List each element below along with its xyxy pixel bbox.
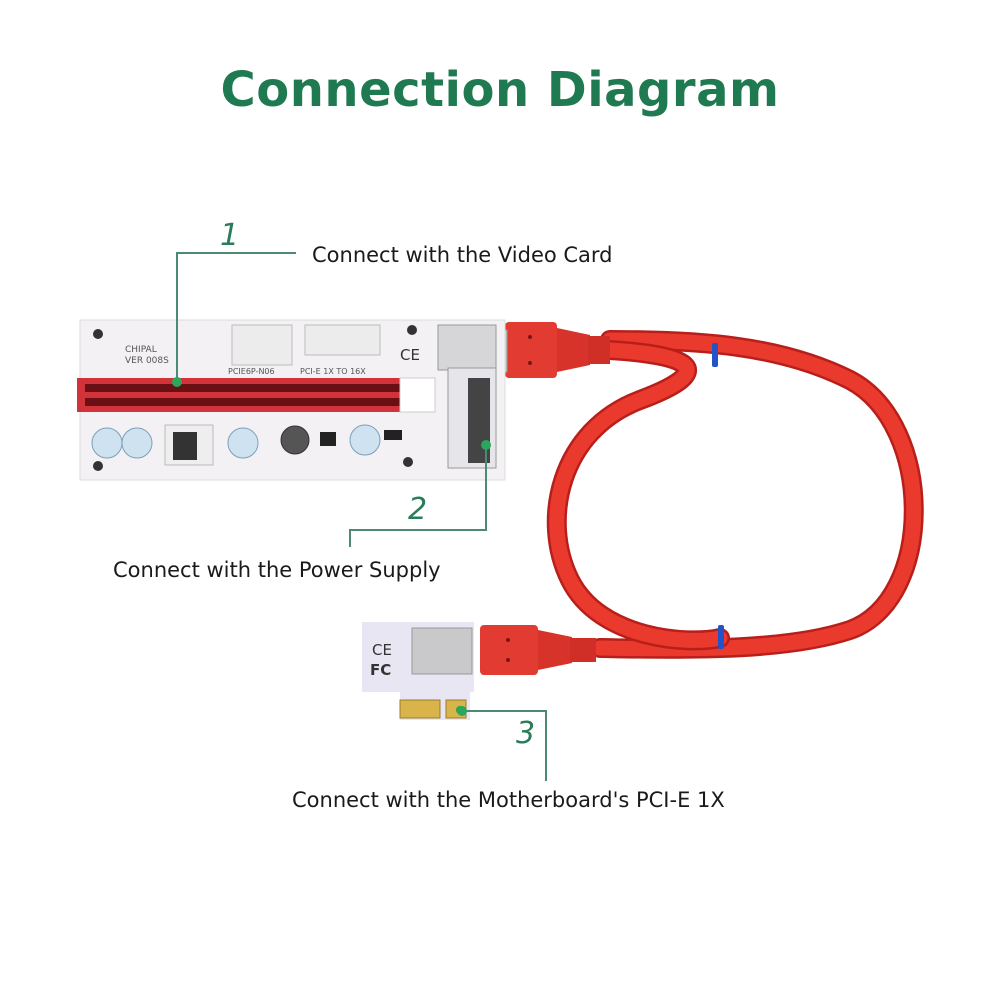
callout-number-3: 3 <box>516 716 536 751</box>
callout-dot-3 <box>457 706 467 716</box>
callout-number-1: 1 <box>220 218 240 253</box>
diagram-title: Connection Diagram <box>220 62 780 118</box>
leader-lines <box>176 252 547 781</box>
board-brand: CHIPAL <box>125 345 157 355</box>
callout-label-2: Connect with the Power Supply <box>113 558 441 582</box>
riser-board-16x: CHIPAL VER 008S PCIE6P-N06 PCI-E 1X TO 1… <box>77 319 506 481</box>
callout-dot-1 <box>172 377 182 387</box>
callout-number-2: 2 <box>408 492 428 527</box>
cable-band-top <box>712 343 718 367</box>
ce-mark-small: CE <box>372 641 392 659</box>
slot-label: PCI-E 1X TO 16X <box>300 367 366 376</box>
board-version: VER 008S <box>125 356 169 366</box>
usb-cable <box>546 330 924 659</box>
leader-line-1 <box>176 252 296 382</box>
leader-line-3 <box>462 710 547 781</box>
ce-mark: CE <box>400 346 420 364</box>
callout-dot-2 <box>481 440 491 450</box>
cable-band-bottom <box>718 625 724 649</box>
leader-line-2 <box>349 448 487 547</box>
riser-board-1x: CE FC <box>362 622 474 720</box>
usb-connector-bottom <box>480 625 596 675</box>
fcc-mark: FC <box>370 661 391 679</box>
callout-label-3: Connect with the Motherboard's PCI-E 1X <box>292 788 725 812</box>
callout-label-1: Connect with the Video Card <box>312 243 613 267</box>
power-connector-label: PCIE6P-N06 <box>228 367 275 376</box>
